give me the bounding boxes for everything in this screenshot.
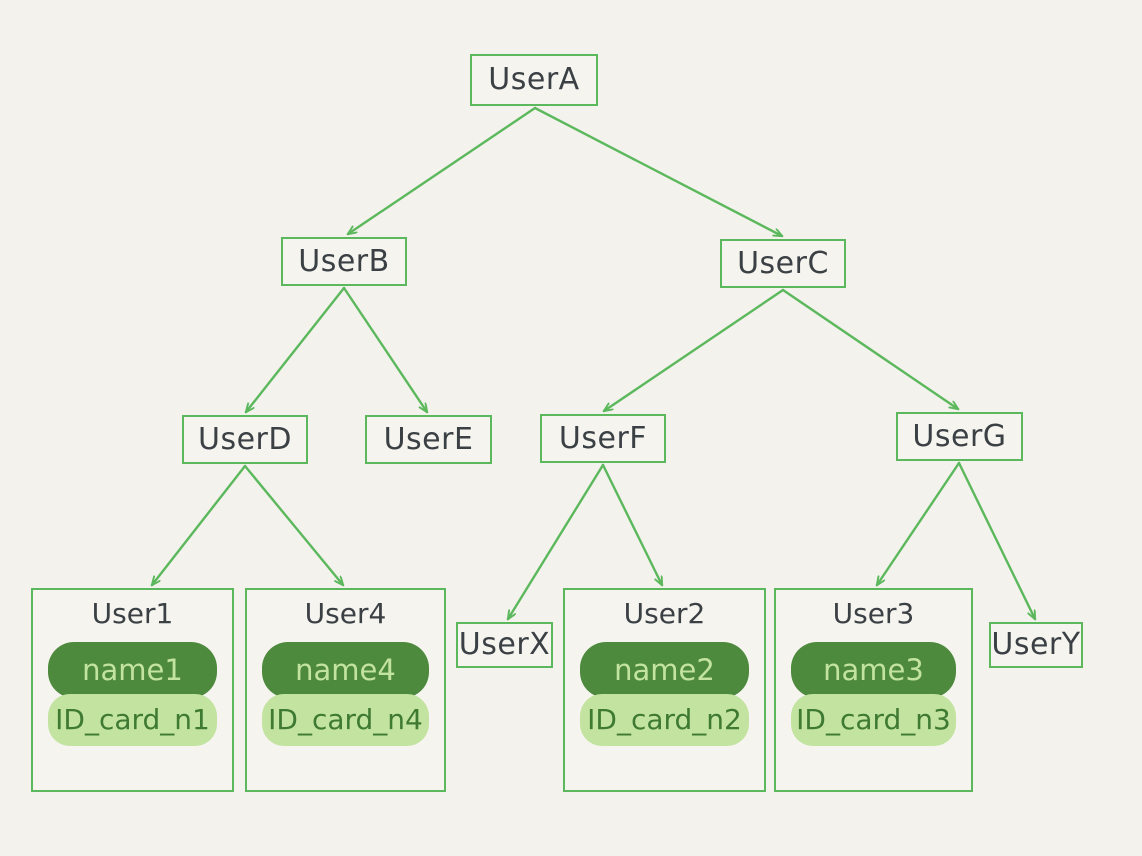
node-label: UserA [488, 62, 580, 97]
pill-id-card[interactable]: ID_card_n2 [580, 694, 749, 746]
card-title: User2 [623, 597, 706, 630]
node-userx[interactable]: UserX [456, 622, 553, 668]
pill-id-card[interactable]: ID_card_n4 [262, 694, 429, 746]
edge-usera-to-userc [533, 106, 782, 238]
edge-usera-to-userb [348, 106, 537, 236]
node-userc[interactable]: UserC [720, 239, 846, 288]
pill-name[interactable]: name2 [580, 642, 749, 698]
edge-userc-to-userf [604, 288, 785, 413]
node-label: UserB [298, 243, 390, 279]
edge-userd-to-user4 [243, 464, 343, 585]
node-usere[interactable]: UserE [365, 415, 492, 464]
node-usera[interactable]: UserA [470, 54, 598, 106]
node-userg[interactable]: UserG [896, 412, 1023, 461]
edge-userf-to-user2 [601, 463, 664, 585]
node-label: UserC [737, 245, 829, 281]
edge-userd-to-user1 [150, 464, 247, 585]
node-userd[interactable]: UserD [182, 415, 308, 464]
edge-userb-to-userd [244, 286, 346, 412]
edge-userg-to-user3 [875, 461, 961, 585]
pill-id-card[interactable]: ID_card_n3 [791, 694, 956, 746]
card-title: User4 [304, 597, 387, 630]
pill-name[interactable]: name4 [262, 642, 429, 698]
pill-name[interactable]: name3 [791, 642, 956, 698]
node-label: UserG [912, 418, 1007, 454]
node-label: UserE [383, 421, 474, 457]
pill-id-card[interactable]: ID_card_n1 [48, 694, 217, 746]
node-label: UserY [991, 627, 1081, 662]
edge-userc-to-userg [781, 288, 958, 411]
edge-userb-to-usere [342, 286, 429, 412]
node-usery[interactable]: UserY [989, 622, 1083, 668]
card-title: User1 [91, 597, 174, 630]
node-label: UserX [458, 627, 551, 662]
node-label: UserD [198, 421, 292, 457]
pill-name[interactable]: name1 [48, 642, 217, 698]
card-title: User3 [832, 597, 915, 630]
node-label: UserF [558, 420, 648, 456]
node-userf[interactable]: UserF [540, 414, 666, 463]
node-userb[interactable]: UserB [281, 237, 407, 286]
edges-group [150, 106, 1037, 619]
